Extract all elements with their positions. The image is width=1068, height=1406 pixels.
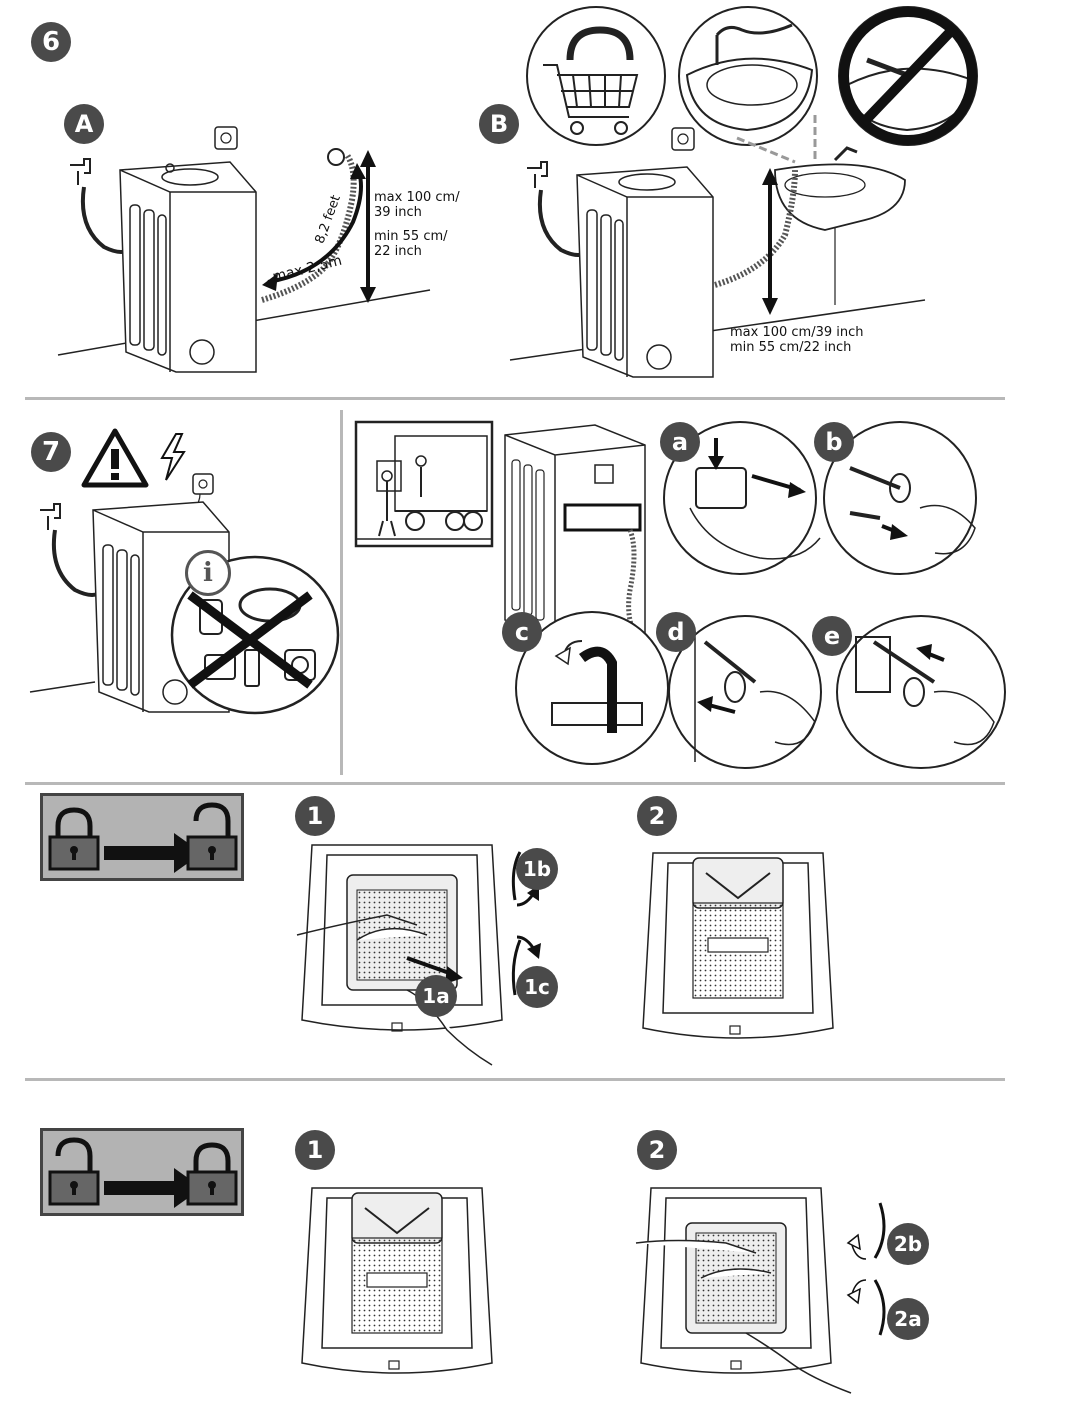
divider-2 [25, 782, 1005, 785]
washing-machine [119, 161, 257, 373]
transport-step-d-badge: d [656, 612, 696, 652]
electric-bolt-icon [160, 433, 186, 481]
step-6-badge: 6 [31, 22, 71, 62]
unlock-indicator-box [40, 793, 244, 881]
wall-socket-icon-7 [192, 473, 214, 495]
lock-sub-2b-badge: 2b [887, 1223, 929, 1265]
tap-icon [70, 158, 91, 185]
transport-step-c-badge: c [502, 612, 542, 652]
divider-3 [25, 1078, 1005, 1081]
height-min-line2: 22 inch [374, 244, 422, 259]
divider-vertical [340, 410, 343, 775]
panel-b-badge: B [479, 104, 519, 144]
transport-machine-back [504, 424, 646, 642]
transport-step-c-circle [515, 611, 669, 765]
transport-step-e-badge: e [812, 616, 852, 656]
transport-step-a-circle [663, 421, 821, 575]
info-symbol: i [203, 558, 213, 588]
panel-b-height-max: max 100 cm/39 inch [730, 325, 864, 340]
unlock-step-1-drum [296, 844, 503, 1066]
transport-truck-box [354, 420, 494, 548]
unlock-sub-1a-badge: 1a [415, 975, 457, 1017]
wall-socket-icon [214, 126, 238, 150]
panel-a-badge: A [64, 104, 104, 144]
height-max-label: max 100 cm/ 39 inch [374, 190, 460, 220]
unlock-step-2-badge: 2 [637, 796, 677, 836]
panel-a-illustration [57, 126, 431, 373]
height-max-line1: max 100 cm/ [374, 190, 460, 205]
lock-rotate-arrows [846, 1202, 886, 1336]
height-min-line1: min 55 cm/ [374, 229, 448, 244]
transport-step-b-circle [823, 421, 977, 575]
lock-closed-icon [48, 807, 100, 871]
lock-sub-2a-badge: 2a [887, 1298, 929, 1340]
wall-socket-icon-b [671, 127, 695, 151]
lock-open-icon-2 [48, 1137, 100, 1206]
unlock-sub-1b-badge: 1b [516, 848, 558, 890]
transport-step-d-circle [668, 615, 822, 769]
transport-step-e-circle [836, 615, 1006, 769]
lock-closed-icon-2 [186, 1142, 238, 1206]
height-min-label: min 55 cm/ 22 inch [374, 229, 448, 259]
tap-icon-b [527, 161, 548, 188]
unlock-step-1-badge: 1 [295, 796, 335, 836]
shopping-cart-icon [543, 64, 639, 135]
tap-icon-7 [40, 503, 61, 530]
panel-b-height-min: min 55 cm/22 inch [730, 340, 852, 355]
washing-machine-b [576, 166, 714, 378]
lock-step-2-badge: 2 [637, 1130, 677, 1170]
lock-open-icon [186, 802, 238, 871]
no-adapters-circle [170, 555, 340, 715]
sink-ok-circle [678, 6, 818, 146]
step-7-badge: 7 [31, 432, 71, 472]
warning-triangle-icon [81, 428, 149, 488]
unlock-sub-1c-badge: 1c [516, 966, 558, 1008]
hose-hook-icon [566, 26, 634, 61]
sink-prohibited-circle [838, 6, 978, 146]
height-max-line2: 39 inch [374, 205, 422, 220]
shopping-cart-circle [526, 6, 666, 146]
transport-step-b-badge: b [814, 422, 854, 462]
sink [774, 163, 906, 231]
lock-indicator-box [40, 1128, 244, 1216]
lock-step-1-badge: 1 [295, 1130, 335, 1170]
info-icon: i [185, 550, 231, 596]
panel-b-illustration [509, 115, 926, 378]
lock-step-1-drum [301, 1187, 493, 1374]
divider-1 [25, 397, 1005, 400]
prohibited-icon [839, 7, 977, 145]
lock-step-2-drum [635, 1187, 852, 1394]
transport-step-a-badge: a [660, 422, 700, 462]
unlock-step-2-drum [642, 852, 834, 1039]
